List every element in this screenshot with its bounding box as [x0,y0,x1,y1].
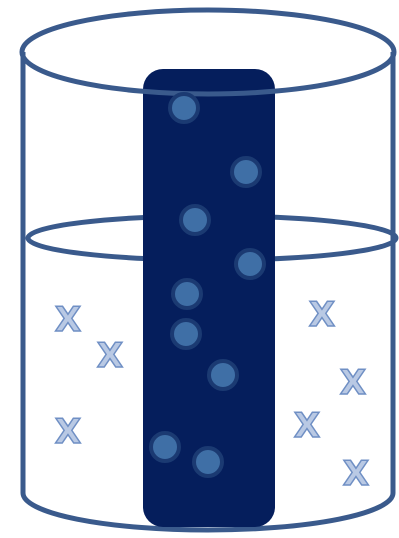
x-marker: X [343,454,369,494]
bead [209,361,237,389]
bead [173,280,201,308]
bead [151,433,179,461]
x-marker: X [55,300,81,340]
bead [181,206,209,234]
x-marker: X [309,295,335,335]
x-marker: X [55,412,81,452]
bead [194,448,222,476]
bead [236,250,264,278]
bead [172,320,200,348]
bead [170,94,198,122]
x-marker: X [340,363,366,403]
x-marker: X [294,406,320,446]
x-marker: X [97,336,123,376]
bead [232,158,260,186]
